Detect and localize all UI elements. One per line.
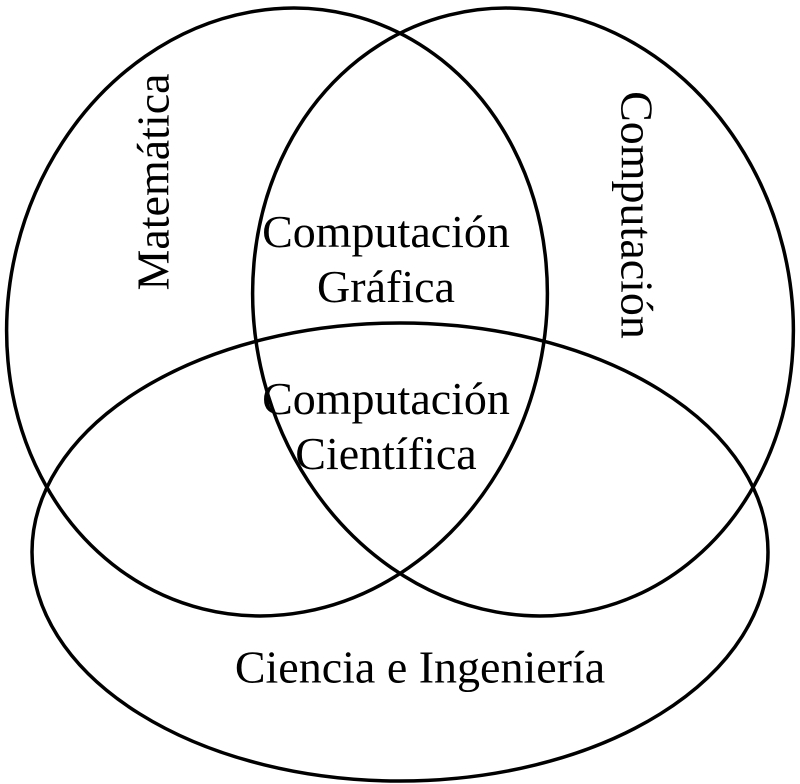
matematica-label: Matemática [127,73,179,291]
computacion-cientifica-line2: Científica [295,428,477,479]
ciencia-e-ingenieria-ellipse [30,321,770,783]
computacion-ellipse [250,6,796,618]
computacion-grafica-line1: Computación [262,206,510,257]
computacion-grafica-label: Computación Gráfica [262,204,510,314]
ciencia-e-ingenieria-label: Ciencia e Ingeniería [234,641,606,693]
matematica-ellipse [4,6,550,618]
computacion-cientifica-line1: Computación [262,373,510,424]
computacion-label: Computación [611,91,663,339]
computacion-cientifica-label: Computación Científica [262,371,510,481]
computacion-grafica-line2: Gráfica [317,261,455,312]
